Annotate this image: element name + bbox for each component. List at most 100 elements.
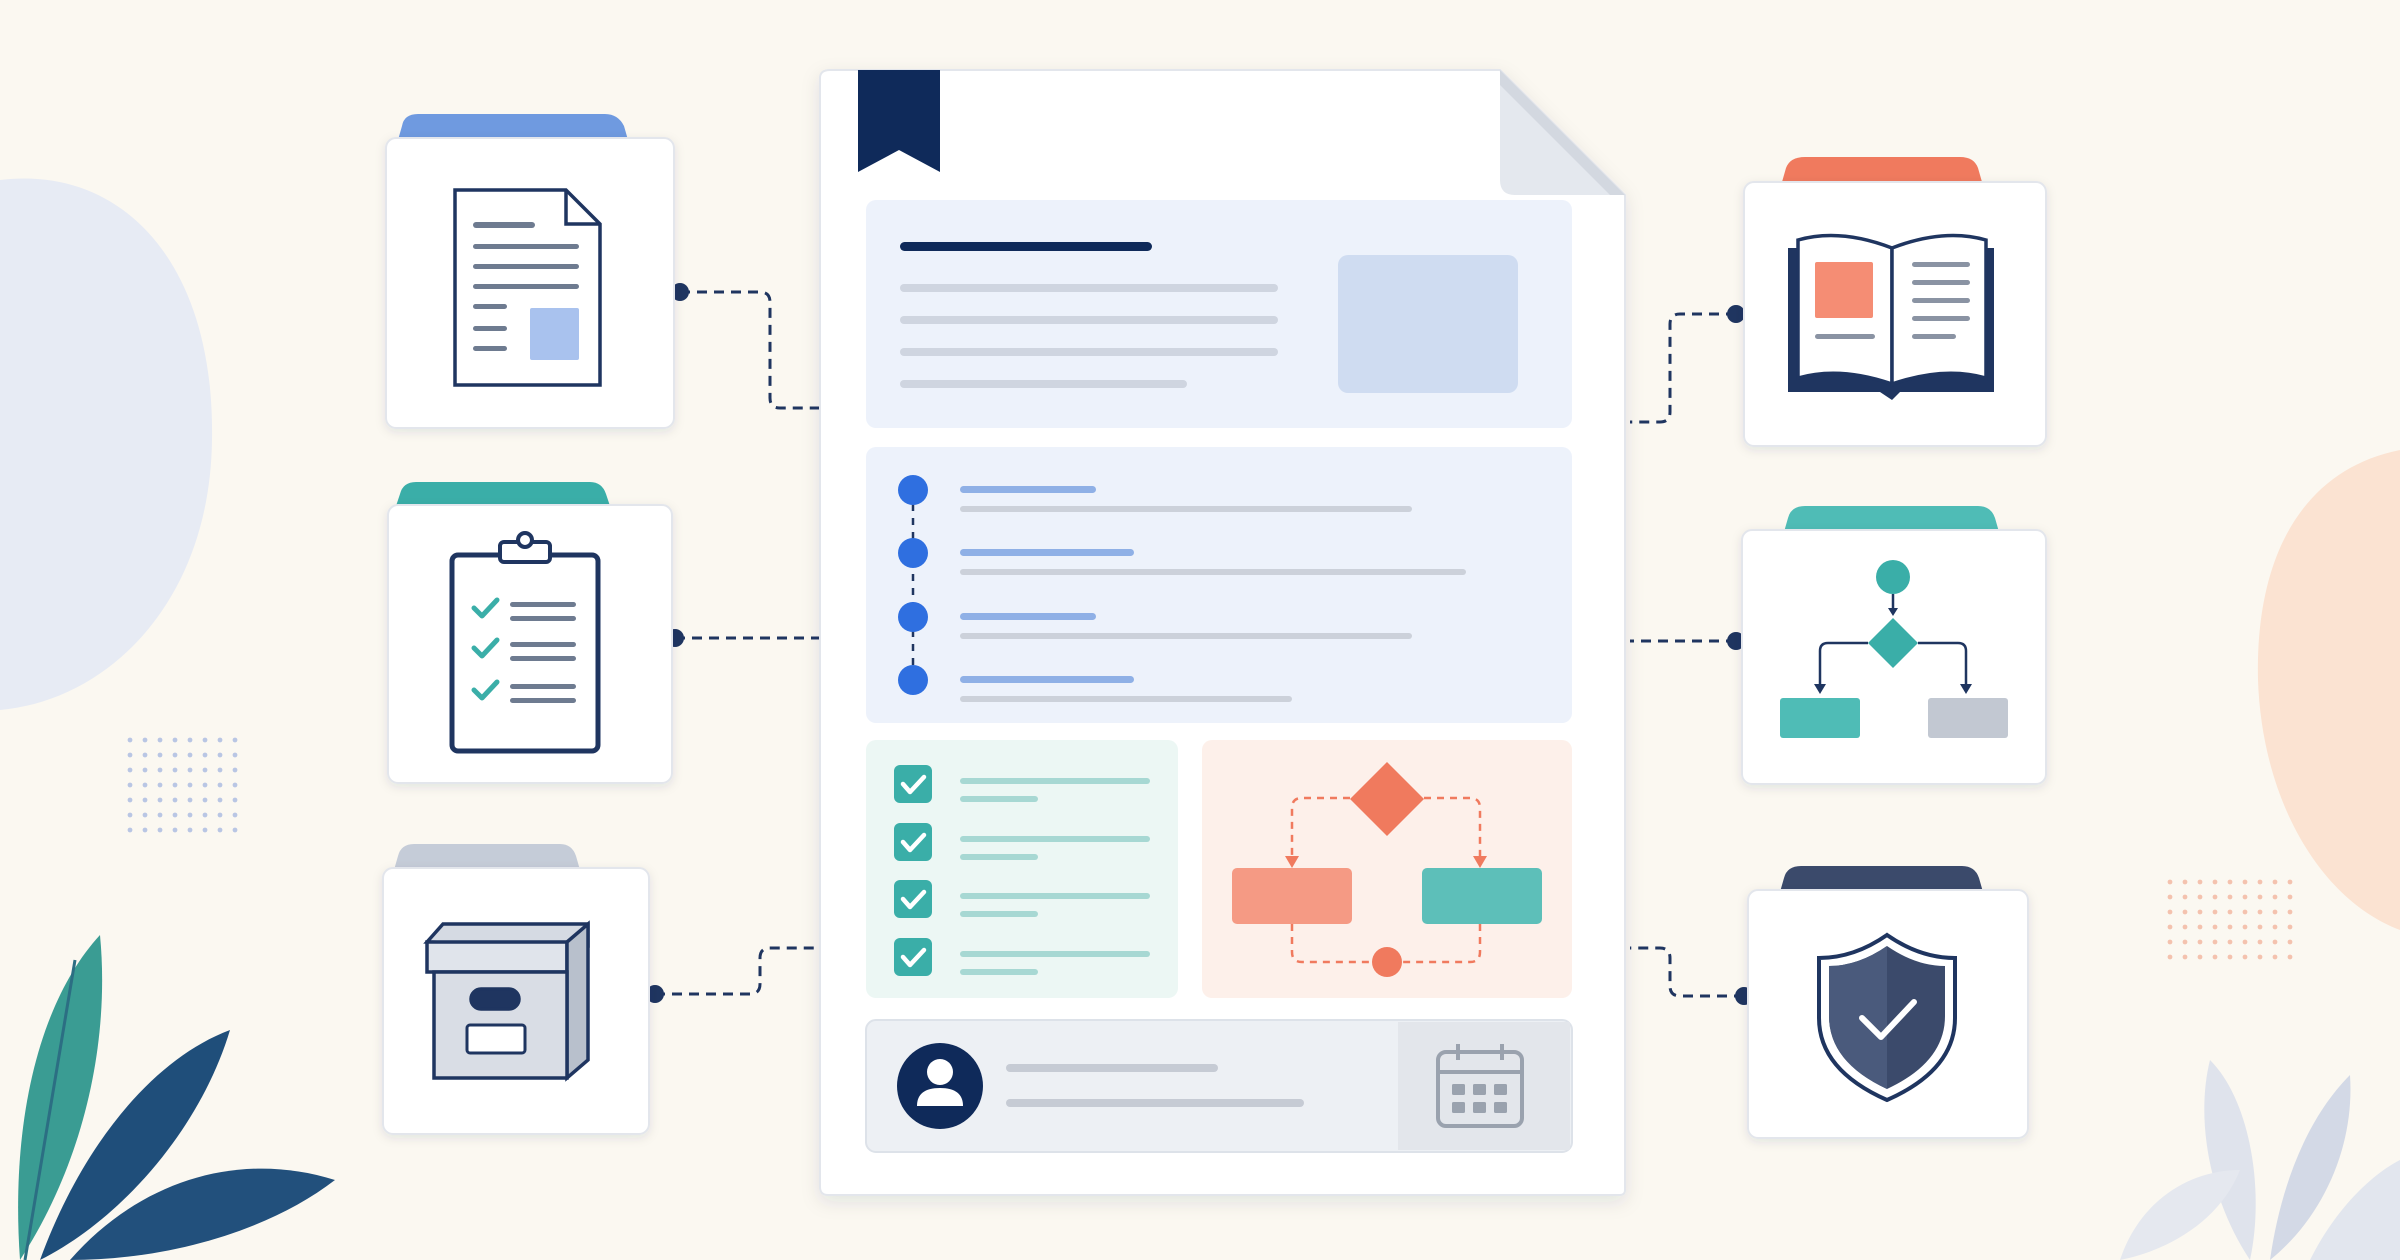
checklist-text-line [960,893,1150,899]
dot [2287,954,2293,960]
shield-card [1747,866,2029,1139]
text-line [510,616,576,621]
dot [157,737,163,743]
dot [2167,909,2173,915]
connector-line [1630,946,1744,998]
dot [142,752,148,758]
check-mark [471,637,500,659]
timeline-text-line [960,696,1292,702]
folder-tab [398,114,628,140]
checklist-text-line [960,796,1038,802]
connector-dot [1727,305,1745,323]
dot [2212,924,2218,930]
dot [202,752,208,758]
security-shield-icon [1817,932,1957,1103]
dot [187,797,193,803]
dot [202,737,208,743]
dot [172,797,178,803]
dot [172,827,178,833]
calendar-day [1473,1084,1486,1095]
dot [142,812,148,818]
document-file-icon [453,188,602,387]
dot [2212,879,2218,885]
text-line [510,602,576,607]
dot [127,767,133,773]
dot [2287,909,2293,915]
dot [187,737,193,743]
timeline-node [898,475,928,505]
dot [187,812,193,818]
dot [202,782,208,788]
dot [2167,879,2173,885]
connector-dot [671,283,689,301]
connector-line [1630,312,1736,424]
calendar-day [1494,1084,1507,1095]
dot [172,767,178,773]
dot [2167,939,2173,945]
dot [2242,909,2248,915]
dot [2197,954,2203,960]
page-fold-shade [1500,70,1625,195]
folder-tab [1784,506,1999,532]
book-card [1743,157,2047,447]
heading-line [900,242,1152,251]
footer-section [865,1019,1573,1153]
dot [157,767,163,773]
dot [2227,894,2233,900]
timeline-text-line [960,569,1466,575]
dot [142,827,148,833]
circle-blob-icon [0,178,213,710]
connector-line [680,290,820,410]
flowchart-icon [1232,762,1542,977]
image-placeholder-icon [1338,255,1518,393]
dot [2182,894,2188,900]
document-template-icon [819,69,1626,1196]
timeline-node [898,538,928,568]
calendar-day [1473,1102,1486,1113]
dot [2272,924,2278,930]
dot [2272,879,2278,885]
timeline-title-line [960,486,1096,493]
checkbox-icon [894,938,932,976]
text-line [900,348,1278,356]
dot [2242,924,2248,930]
dot [232,737,238,743]
clipboard-checklist-icon [449,531,601,754]
dot [217,797,223,803]
check-mark [900,832,927,853]
dot [2242,939,2248,945]
background-decorations [0,178,2400,1260]
dot [232,782,238,788]
checklist-section [866,740,1178,998]
dot [2242,879,2248,885]
dot [2167,954,2173,960]
section-panel [866,740,1178,998]
timeline-node [898,665,928,695]
checklist-text-line [960,836,1150,842]
check-mark [900,947,927,968]
folder-tab [394,844,580,870]
dot [2182,939,2188,945]
header-section [866,200,1572,428]
check-mark [471,597,500,619]
dot [2227,924,2233,930]
folder-tab [396,482,610,506]
dot [157,782,163,788]
calendar-day [1494,1102,1507,1113]
dot [142,737,148,743]
dot [127,827,133,833]
checklist-text-line [960,951,1150,957]
dot [157,797,163,803]
dot [127,812,133,818]
dot [2182,924,2188,930]
connector-line [655,946,820,996]
check-mark [900,889,927,910]
calendar-day [1452,1084,1465,1095]
flowchart-section [1202,740,1572,998]
dot [187,767,193,773]
dot [2227,954,2233,960]
flow-card [1741,506,2047,785]
timeline-section [866,447,1572,723]
timeline-title-line [960,549,1134,556]
archive-box-icon [423,920,590,1082]
